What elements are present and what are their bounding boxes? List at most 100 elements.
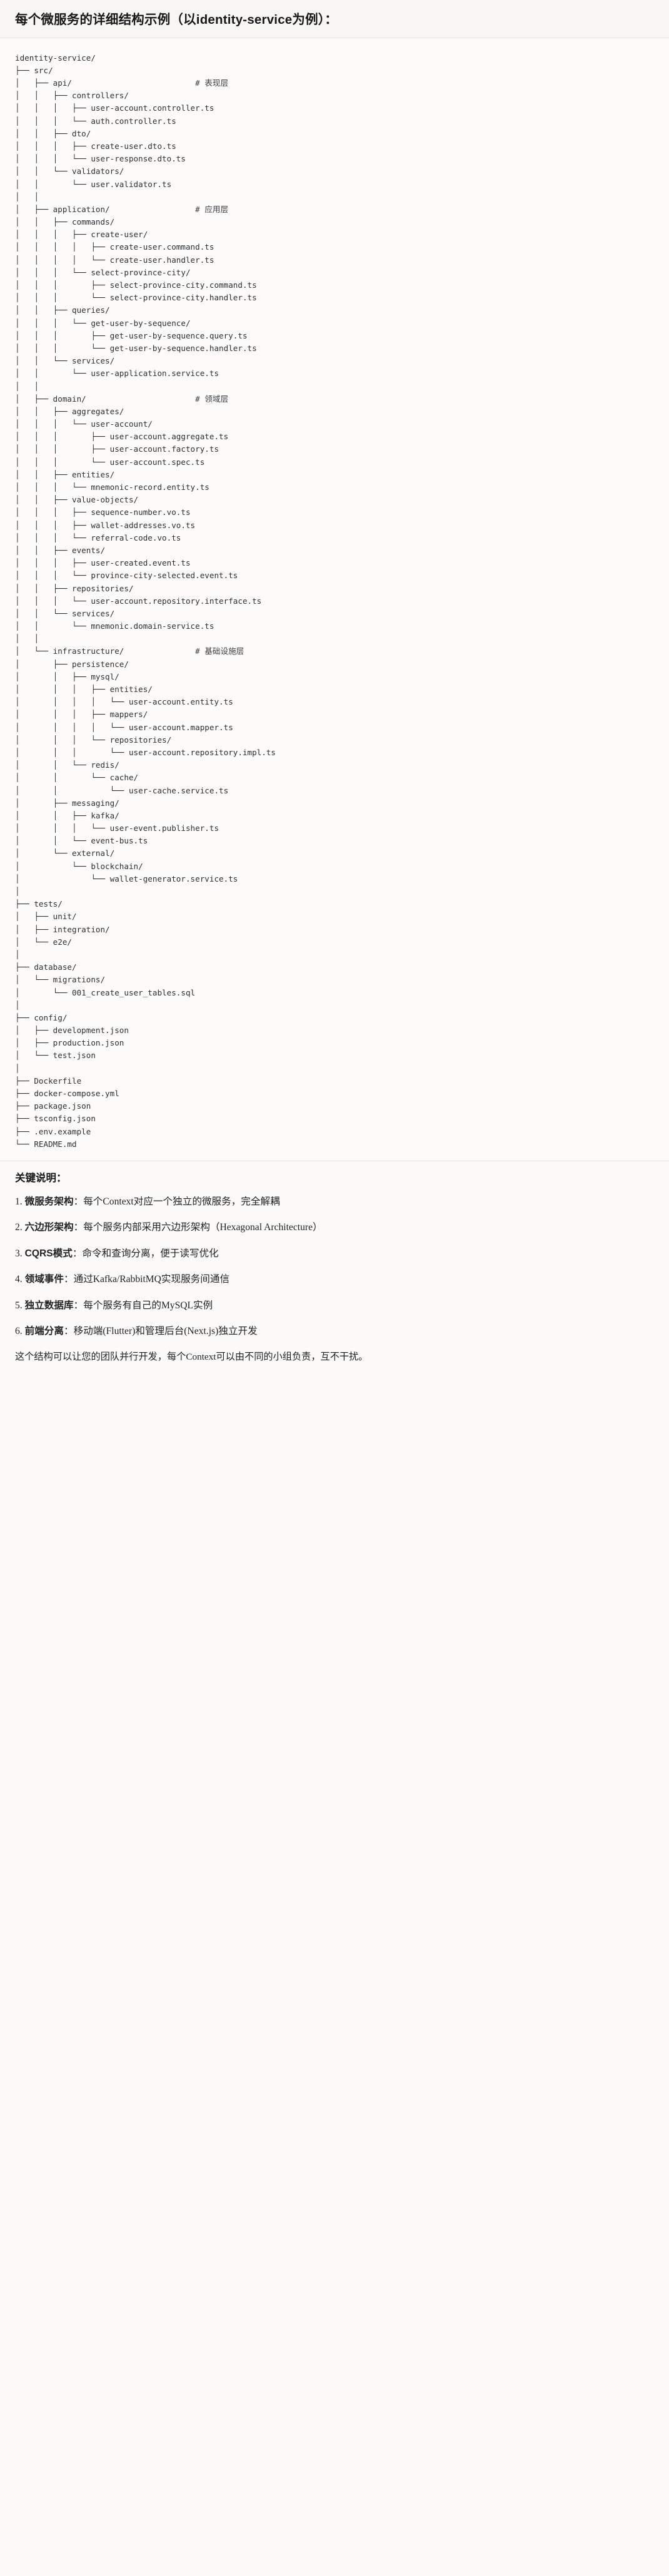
key-note-item: 3. CQRS模式：命令和查询分离，便于读写优化	[15, 1246, 654, 1261]
tree-line: │ │ └── user-application.service.ts	[15, 367, 654, 380]
tree-line: │ │ │ └── repositories/	[15, 734, 654, 746]
key-notes-list: 1. 微服务架构：每个Context对应一个独立的微服务，完全解耦 2. 六边形架…	[15, 1194, 654, 1338]
key-note-term: CQRS模式	[24, 1248, 73, 1259]
tree-node-path: │ │ │ │ └── create-user.handler.ts	[15, 255, 214, 265]
tree-node-path: │ │ └── user.validator.ts	[15, 179, 172, 189]
key-note-term: 六边形架构	[24, 1222, 74, 1233]
key-note-item: 1. 微服务架构：每个Context对应一个独立的微服务，完全解耦	[15, 1194, 654, 1209]
key-note-number: 6.	[15, 1326, 25, 1337]
tree-line: ├── package.json	[15, 1100, 654, 1112]
tree-line: │ └── wallet-generator.service.ts	[15, 873, 654, 885]
tree-line: ├── tests/	[15, 898, 654, 910]
tree-node-path: │ ├── unit/	[15, 912, 77, 922]
tree-line: │ ├── development.json	[15, 1024, 654, 1037]
tree-line: ├── tsconfig.json	[15, 1112, 654, 1125]
tree-line: identity-service/	[15, 52, 654, 64]
tree-node-path: │ │ │ ├── user-account.factory.ts	[15, 444, 219, 454]
key-note-number: 1.	[15, 1196, 25, 1208]
key-note-separator: ：	[73, 1222, 84, 1233]
tree-node-path: │ └── migrations/	[15, 975, 106, 985]
tree-node-path: ├── tsconfig.json	[15, 1114, 96, 1124]
tree-line: │ ├── unit/	[15, 910, 654, 923]
tree-node-path: │ │ ├── dto/	[15, 128, 91, 138]
tree-layer-comment: # 表现层	[195, 78, 229, 88]
tree-line: │ ├── application/ # 应用层	[15, 203, 654, 216]
tree-node-path: └── README.md	[15, 1139, 77, 1149]
key-note-separator: ：	[72, 1248, 83, 1259]
tree-line: │ │ │ └── user-event.publisher.ts	[15, 822, 654, 835]
tree-node-path: │ └── e2e/	[15, 937, 72, 947]
tree-node-path: │ │ │ └── referral-code.vo.ts	[15, 532, 181, 542]
tree-node-path: │ ├── application/	[15, 204, 110, 214]
tree-line: ├── Dockerfile	[15, 1075, 654, 1087]
tree-line: │ │ ├── aggregates/	[15, 405, 654, 418]
tree-node-path: │ │ └── user-cache.service.ts	[15, 785, 229, 795]
tree-node-path: ├── src/	[15, 65, 53, 75]
tree-node-path: │ └── wallet-generator.service.ts	[15, 873, 238, 883]
tree-line: ├── docker-compose.yml	[15, 1087, 654, 1100]
key-note-description: 移动端(Flutter)和管理后台(Next.js)独立开发	[73, 1326, 258, 1337]
key-note-description: 命令和查询分离，便于读写优化	[82, 1248, 219, 1259]
tree-line: │ │ │ ├── user-account.controller.ts	[15, 102, 654, 115]
page-title: 每个微服务的详细结构示例（以identity-service为例）：	[15, 13, 338, 27]
tree-line: │ ├── production.json	[15, 1037, 654, 1049]
tree-node-path: │ │ │ └── select-province-city/	[15, 267, 191, 277]
tree-layer-comment: # 基础设施层	[195, 646, 244, 656]
tree-node-path: │ │ ├── controllers/	[15, 91, 129, 101]
tree-line: │ │ └── event-bus.ts	[15, 835, 654, 847]
tree-node-path: │ └── 001_create_user_tables.sql	[15, 987, 196, 997]
tree-node-path: │ │ │ └── get-user-by-sequence/	[15, 318, 191, 328]
tree-node-path: ├── package.json	[15, 1101, 91, 1111]
tree-line: │ ├── api/ # 表现层	[15, 77, 654, 89]
tree-line: │ └── test.json	[15, 1049, 654, 1062]
tree-line: ├── src/	[15, 64, 654, 77]
key-note-description: 每个服务内部采用六边形架构（Hexagonal Architecture）	[83, 1222, 323, 1233]
tree-line: │ │ ├── dto/	[15, 128, 654, 140]
tree-line: │ │ │ └── user-account.spec.ts	[15, 456, 654, 469]
tree-line: │ │ │ └── get-user-by-sequence/	[15, 317, 654, 330]
tree-line: ├── database/	[15, 961, 654, 974]
tree-node-path: │ ├── production.json	[15, 1038, 124, 1048]
tree-line: │ └── migrations/	[15, 974, 654, 986]
tree-line: │	[15, 885, 654, 898]
key-note-item: 6. 前端分离：移动端(Flutter)和管理后台(Next.js)独立开发	[15, 1324, 654, 1338]
tree-node-path: │ │ │ └── province-city-selected.event.t…	[15, 571, 238, 581]
key-note-item: 2. 六边形架构：每个服务内部采用六边形架构（Hexagonal Archite…	[15, 1220, 654, 1235]
tree-line: ├── config/	[15, 1012, 654, 1024]
tree-line: │ │ │ └── province-city-selected.event.t…	[15, 569, 654, 582]
tree-line: │ │ ├── entities/	[15, 469, 654, 481]
closing-section: 这个结构可以让您的团队并行开发，每个Context可以由不同的小组负责，互不干扰…	[0, 1345, 669, 1381]
tree-node-path: │ │ └── user-application.service.ts	[15, 369, 219, 379]
tree-line: │ │ ├── kafka/	[15, 810, 654, 822]
tree-node-path: │ │ │ │ └── user-account.mapper.ts	[15, 722, 233, 732]
tree-line: │ └── external/	[15, 847, 654, 860]
tree-line: │ └── 001_create_user_tables.sql	[15, 987, 654, 999]
tree-line: │ │ │ │ └── user-account.entity.ts	[15, 696, 654, 708]
tree-node-path: │ │ ├── events/	[15, 545, 106, 555]
document-header: 每个微服务的详细结构示例（以identity-service为例）：	[0, 0, 669, 38]
tree-line: │ │ └── services/	[15, 355, 654, 367]
key-note-term: 前端分离	[24, 1326, 64, 1337]
tree-line: │ └── infrastructure/ # 基础设施层	[15, 645, 654, 658]
tree-line: │ └── blockchain/	[15, 860, 654, 873]
tree-line: │ │ └── user-cache.service.ts	[15, 785, 654, 797]
tree-line: │ │ │ ├── user-account.factory.ts	[15, 443, 654, 456]
tree-line: │ │ │ │ ├── create-user.command.ts	[15, 241, 654, 253]
tree-line: │ │ │ ├── user-account.aggregate.ts	[15, 430, 654, 443]
tree-line: │ ├── integration/	[15, 924, 654, 936]
tree-node-path: │ │ │ └── user-account.repository.interf…	[15, 596, 262, 606]
tree-line: │ │ │ ├── create-user.dto.ts	[15, 140, 654, 153]
tree-line: │ │ └── user.validator.ts	[15, 178, 654, 191]
tree-node-path: │ │ ├── repositories/	[15, 583, 134, 593]
tree-node-path: │ ├── integration/	[15, 924, 110, 934]
tree-node-path: │ │ ├── mysql/	[15, 671, 119, 681]
key-note-term: 独立数据库	[24, 1300, 74, 1311]
tree-line: ├── .env.example	[15, 1126, 654, 1138]
key-note-description: 通过Kafka/RabbitMQ实现服务间通信	[73, 1274, 230, 1285]
tree-node-path: ├── Dockerfile	[15, 1076, 82, 1086]
tree-line: │ │ │ ├── get-user-by-sequence.query.ts	[15, 330, 654, 342]
tree-node-path: │ │ │ ├── mappers/	[15, 710, 148, 720]
tree-line: │ │	[15, 191, 654, 203]
tree-node-path: │ │ │ │ ├── create-user.command.ts	[15, 242, 214, 252]
